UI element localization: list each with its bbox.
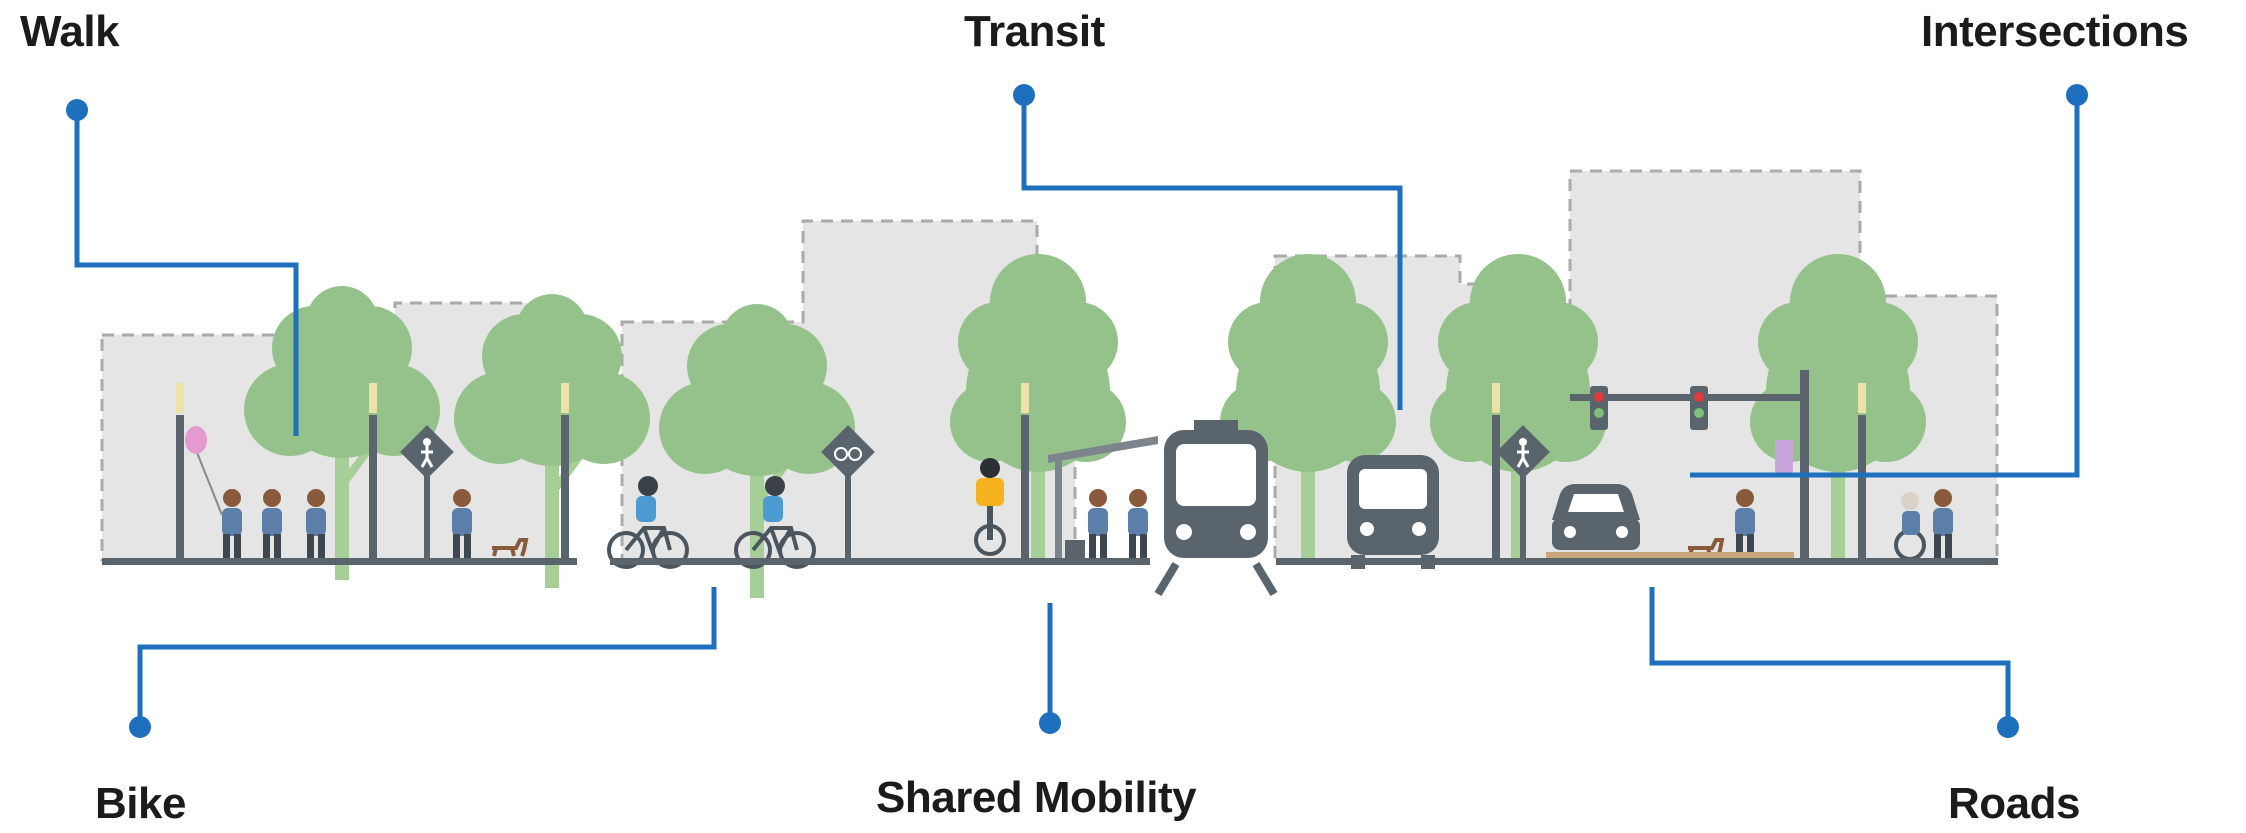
- bus-shelter-icon: [1048, 436, 1158, 560]
- intersections-callout-dot: [2066, 84, 2088, 106]
- light-rail-train-icon: [1154, 420, 1278, 597]
- walk-callout-dot: [66, 99, 88, 121]
- bike-label: Bike: [95, 779, 186, 828]
- bikeshare-rider-icon: [974, 458, 1006, 556]
- car-icon: [1552, 484, 1640, 550]
- intersections-callout-line: [1690, 95, 2080, 478]
- traffic-signal-icon: [1570, 370, 1809, 560]
- roads-callout-dot: [1997, 716, 2019, 738]
- bike-callout-dot: [129, 716, 151, 738]
- walk-label: Walk: [20, 7, 120, 56]
- shared-mobility-callout-dot: [1039, 712, 1061, 734]
- roads-callout-line: [1649, 587, 2011, 727]
- bike-callout-line: [137, 587, 717, 727]
- shared-mobility-label: Shared Mobility: [876, 773, 1197, 822]
- transit-callout-line: [1021, 95, 1403, 410]
- callout-lines: [74, 95, 2080, 727]
- callout-dots: [66, 84, 2088, 738]
- street-ground: [102, 558, 1998, 565]
- transit-label: Transit: [964, 7, 1105, 56]
- bus-icon: [1347, 455, 1439, 569]
- walk-callout-line: [74, 110, 299, 436]
- balloon-icon: [185, 426, 223, 516]
- roads-label: Roads: [1948, 779, 2080, 828]
- transit-callout-dot: [1013, 84, 1035, 106]
- crosswalk-path: [1546, 552, 1794, 558]
- intersections-label: Intersections: [1921, 7, 2189, 56]
